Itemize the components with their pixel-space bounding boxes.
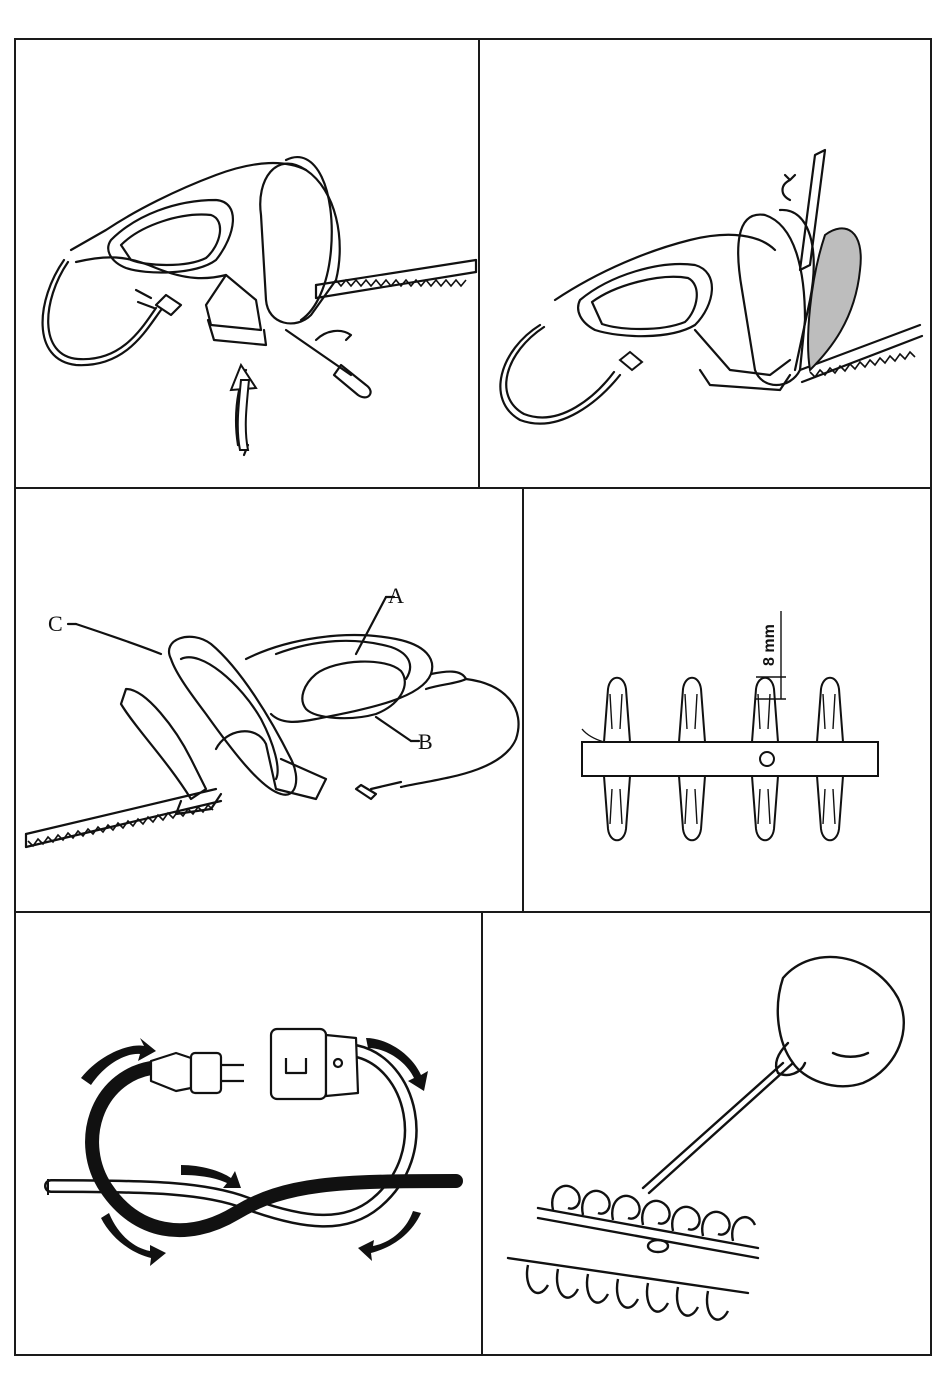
- hedge-trimmer-screwdriver-illustration: [16, 40, 478, 487]
- panel-blade-cover-removal: [16, 40, 478, 487]
- hedge-trimmer-parts-illustration: [16, 489, 522, 911]
- tooth-gap-dimension-label: 8 mm: [761, 624, 779, 666]
- panel-blade-tooth-spacing: 8 mm: [524, 489, 930, 911]
- oil-can-blade-illustration: [483, 913, 930, 1354]
- panel-guard-removal: [480, 40, 930, 487]
- hedge-trimmer-guard-illustration: [480, 40, 930, 487]
- blade-teeth-diagram: [524, 489, 930, 911]
- panel-cable-loop: [16, 913, 481, 1354]
- callout-c-label: C: [48, 611, 63, 637]
- panel-parts-labelled: A B C: [16, 489, 522, 911]
- callout-a-label: A: [388, 583, 404, 609]
- callout-b-label: B: [418, 729, 433, 755]
- blade-hole: [760, 752, 774, 766]
- panel-oil-blade: [483, 913, 930, 1354]
- extension-cable-loop-illustration: [16, 913, 481, 1354]
- blade-bar: [582, 742, 878, 776]
